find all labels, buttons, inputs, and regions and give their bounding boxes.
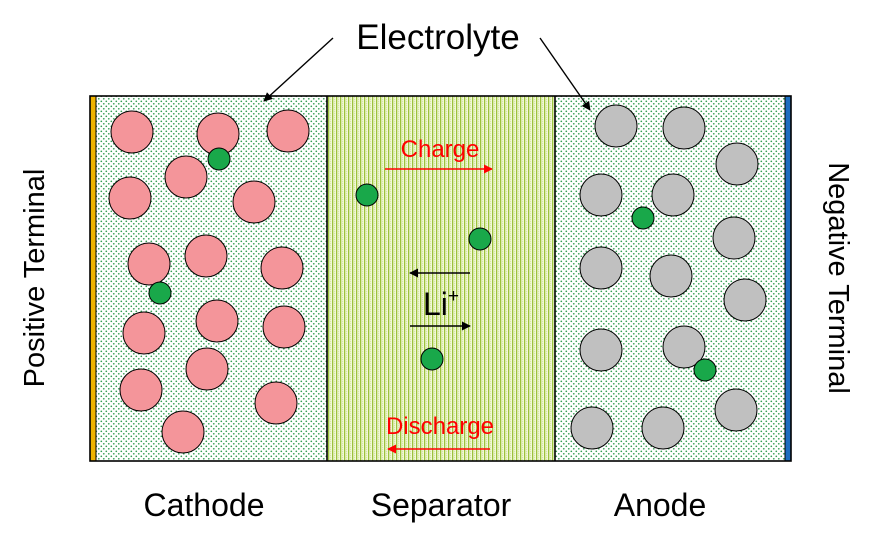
- anode-particle: [712, 216, 756, 260]
- lithium-ion-label-charge: +: [448, 286, 459, 307]
- anode-particle: [714, 388, 758, 432]
- cathode-particle: [260, 246, 304, 290]
- anode-particle: [723, 278, 767, 322]
- lithium-ion: [207, 147, 231, 171]
- electrolyte-pointer-right: [539, 37, 591, 111]
- cathode-particle: [110, 110, 154, 154]
- cathode-particle: [266, 109, 310, 153]
- lithium-ion: [468, 227, 492, 251]
- cathode-particle: [262, 305, 306, 349]
- anode-label: Anode: [614, 487, 707, 523]
- cathode-label: Cathode: [144, 487, 265, 523]
- anode-particle: [570, 406, 614, 450]
- anode-particle: [579, 173, 623, 217]
- anode-particle: [579, 246, 623, 290]
- electrolyte-label: Electrolyte: [356, 18, 519, 57]
- cathode-particles: [108, 109, 310, 454]
- anode-particles: [570, 104, 767, 450]
- cathode-particle: [122, 311, 166, 355]
- lithium-ion: [148, 281, 172, 305]
- cathode-particle: [164, 155, 208, 199]
- charge-label: Charge: [401, 136, 480, 163]
- cathode-particle: [185, 347, 229, 391]
- separator-label: Separator: [371, 487, 512, 523]
- negative-terminal-label: Negative Terminal: [822, 162, 854, 394]
- cathode-particle: [161, 410, 205, 454]
- cathode-particle: [195, 299, 239, 343]
- lithium-ion: [631, 206, 655, 230]
- lithium-ion: [693, 358, 717, 382]
- separator-region: [327, 96, 555, 461]
- cathode-particle: [119, 368, 163, 412]
- anode-particle: [662, 106, 706, 150]
- cathode-particle: [232, 180, 276, 224]
- discharge-label: Discharge: [386, 413, 494, 440]
- cathode-particle: [254, 381, 298, 425]
- electrolyte-pointer-left: [263, 37, 334, 102]
- lithium-ion: [355, 183, 379, 207]
- anode-particle: [649, 254, 693, 298]
- positive-terminal-label: Positive Terminal: [19, 169, 51, 388]
- negative-terminal-plate: [784, 95, 792, 462]
- anode-particle: [662, 325, 706, 369]
- cathode-particle: [127, 242, 171, 286]
- anode-particle: [641, 406, 685, 450]
- positive-terminal-plate: [89, 95, 97, 462]
- anode-particle: [594, 104, 638, 148]
- lithium-ions: [148, 147, 717, 382]
- cell-outline: [89, 95, 792, 462]
- cathode-particle: [108, 176, 152, 220]
- lithium-ion-label-base: Li: [423, 286, 448, 322]
- anode-particle: [651, 173, 695, 217]
- anode-particle: [715, 142, 759, 186]
- cathode-particle: [184, 234, 228, 278]
- lithium-ion: [420, 347, 444, 371]
- lithium-ion-label: Li+: [423, 286, 459, 322]
- anode-particle: [579, 328, 623, 372]
